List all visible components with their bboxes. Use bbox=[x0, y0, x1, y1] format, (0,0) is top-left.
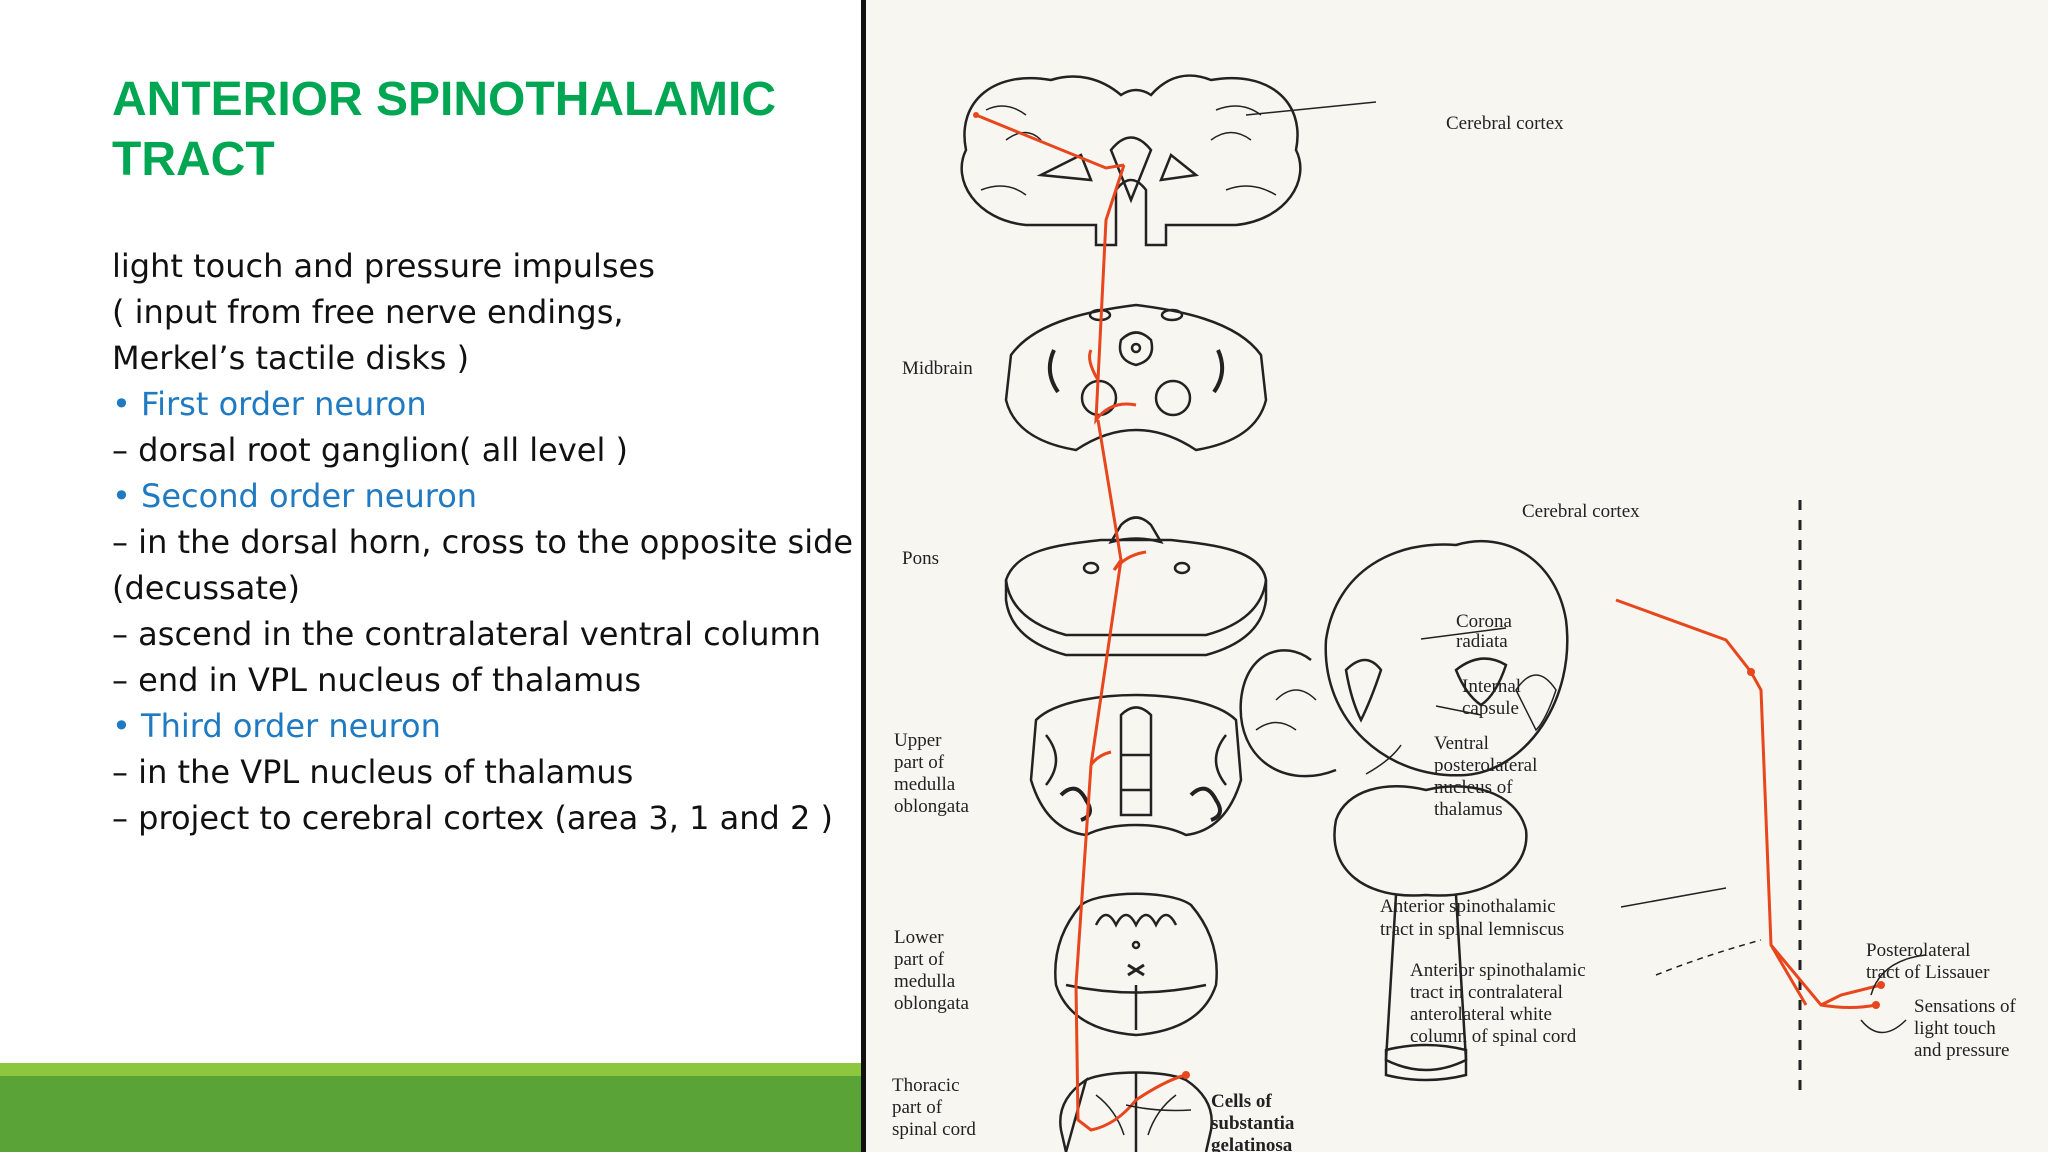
label-sensations: Sensations of light touch and pressure bbox=[1914, 996, 2017, 1061]
label-tract-of-lissauer: Posterolateral tract of Lissauer bbox=[1866, 940, 1990, 983]
label-thoracic: Thoracic part of spinal cord bbox=[892, 1075, 976, 1140]
label-line: medulla bbox=[894, 774, 956, 795]
label-line: Anterior spinothalamic bbox=[1410, 960, 1586, 981]
label-line: capsule bbox=[1462, 698, 1519, 719]
label-line: Upper bbox=[894, 730, 942, 751]
body-line: light touch and pressure impulses bbox=[112, 247, 655, 285]
label-line: substantia bbox=[1211, 1113, 1295, 1134]
label-line: nucleus of bbox=[1434, 777, 1513, 798]
label-line: Posterolateral bbox=[1866, 940, 1970, 961]
body-line: – project to cerebral cortex (area 3, 1 … bbox=[112, 799, 834, 837]
label-anterior-spinal-lemniscus: Anterior spinothalamic tract in spinal l… bbox=[1380, 896, 1564, 940]
label-line: tract of Lissauer bbox=[1866, 962, 1990, 983]
label-line: light touch bbox=[1914, 1018, 1996, 1039]
footer-band-dark bbox=[0, 1076, 861, 1152]
label-line: medulla bbox=[894, 971, 956, 992]
diagram-svg: Cerebral cortex Midbrain Pons Upper part… bbox=[892, 74, 2017, 1156]
thoracic-cord-section bbox=[1059, 1071, 1213, 1153]
label-line: column of spinal cord bbox=[1410, 1026, 1577, 1047]
label-internal-capsule: Internal capsule bbox=[1462, 676, 1521, 719]
body-line: Merkel’s tactile disks ) bbox=[112, 339, 470, 377]
label-pons: Pons bbox=[902, 548, 939, 569]
label-line: Lower bbox=[894, 927, 944, 948]
bullet-second-order: • Second order neuron bbox=[112, 477, 478, 515]
body-line: – dorsal root ganglion( all level ) bbox=[112, 431, 629, 469]
bullet-first-order: • First order neuron bbox=[112, 385, 427, 423]
slide-title: ANTERIOR SPINOTHALAMIC TRACT bbox=[112, 73, 776, 186]
label-line: part of bbox=[892, 1097, 943, 1118]
footer-band-light bbox=[0, 1063, 861, 1076]
label-line: radiata bbox=[1456, 631, 1508, 652]
spinothalamic-diagram: Cerebral cortex Midbrain Pons Upper part… bbox=[866, 0, 2048, 1156]
label-line: thalamus bbox=[1434, 799, 1503, 820]
label-vpl-nucleus: Ventral posterolateral nucleus of thalam… bbox=[1434, 733, 1537, 820]
label-upper-medulla: Upper part of medulla oblongata bbox=[894, 730, 969, 817]
label-line: tract in contralateral bbox=[1410, 982, 1563, 1003]
right-brain-outline bbox=[1239, 540, 1569, 1082]
label-lower-medulla: Lower part of medulla oblongata bbox=[894, 927, 969, 1014]
label-anterior-contralateral: Anterior spinothalamic tract in contrala… bbox=[1410, 960, 1586, 1047]
label-line: oblongata bbox=[894, 796, 969, 817]
label-substantia-gelatinosa: Cells of substantia gelatinosa bbox=[1211, 1091, 1295, 1156]
label-corona-radiata: Corona radiata bbox=[1456, 611, 1513, 652]
body-line: – in the dorsal horn, cross to the oppos… bbox=[112, 523, 854, 561]
label-line: posterolateral bbox=[1434, 755, 1537, 776]
text-panel: ANTERIOR SPINOTHALAMIC TRACT light touch… bbox=[0, 0, 861, 1152]
label-line: Internal bbox=[1462, 676, 1521, 697]
panel-divider bbox=[861, 0, 866, 1152]
label-line: Thoracic bbox=[892, 1075, 960, 1096]
label-line: Cells of bbox=[1211, 1091, 1272, 1112]
tract-path bbox=[975, 113, 1882, 1132]
bullet-third-order: • Third order neuron bbox=[112, 707, 441, 745]
label-line: Corona bbox=[1456, 611, 1513, 632]
label-cerebral-cortex-left: Cerebral cortex bbox=[1446, 113, 1564, 134]
label-line: spinal cord bbox=[892, 1119, 976, 1140]
label-line: tract in spinal lemniscus bbox=[1380, 919, 1564, 940]
label-line: oblongata bbox=[894, 993, 969, 1014]
leader-lines bbox=[1125, 101, 1927, 1112]
body-line: ( input from free nerve endings, bbox=[112, 293, 624, 331]
body-line: – in the VPL nucleus of thalamus bbox=[112, 753, 634, 791]
slide-body: light touch and pressure impulses ( inpu… bbox=[112, 243, 854, 841]
lower-medulla-section bbox=[1054, 892, 1218, 1037]
label-line: Anterior spinothalamic bbox=[1380, 896, 1556, 917]
pons-section bbox=[1004, 516, 1268, 657]
label-line: Sensations of bbox=[1914, 996, 2017, 1017]
label-line: gelatinosa bbox=[1211, 1135, 1293, 1152]
label-line: Ventral bbox=[1434, 733, 1489, 754]
label-line: and pressure bbox=[1914, 1040, 2010, 1061]
label-line: part of bbox=[894, 752, 945, 773]
label-cerebral-cortex-right: Cerebral cortex bbox=[1522, 501, 1640, 522]
midbrain-section bbox=[1004, 303, 1268, 452]
label-line: anterolateral white bbox=[1410, 1004, 1552, 1025]
body-line: – ascend in the contralateral ventral co… bbox=[112, 615, 821, 653]
body-line: – end in VPL nucleus of thalamus bbox=[112, 661, 642, 699]
body-line: (decussate) bbox=[112, 569, 301, 607]
brain-section-top bbox=[960, 74, 1302, 247]
tract-dots bbox=[973, 112, 1885, 1079]
label-midbrain: Midbrain bbox=[902, 358, 973, 379]
upper-medulla-section bbox=[1029, 693, 1243, 837]
label-line: part of bbox=[894, 949, 945, 970]
